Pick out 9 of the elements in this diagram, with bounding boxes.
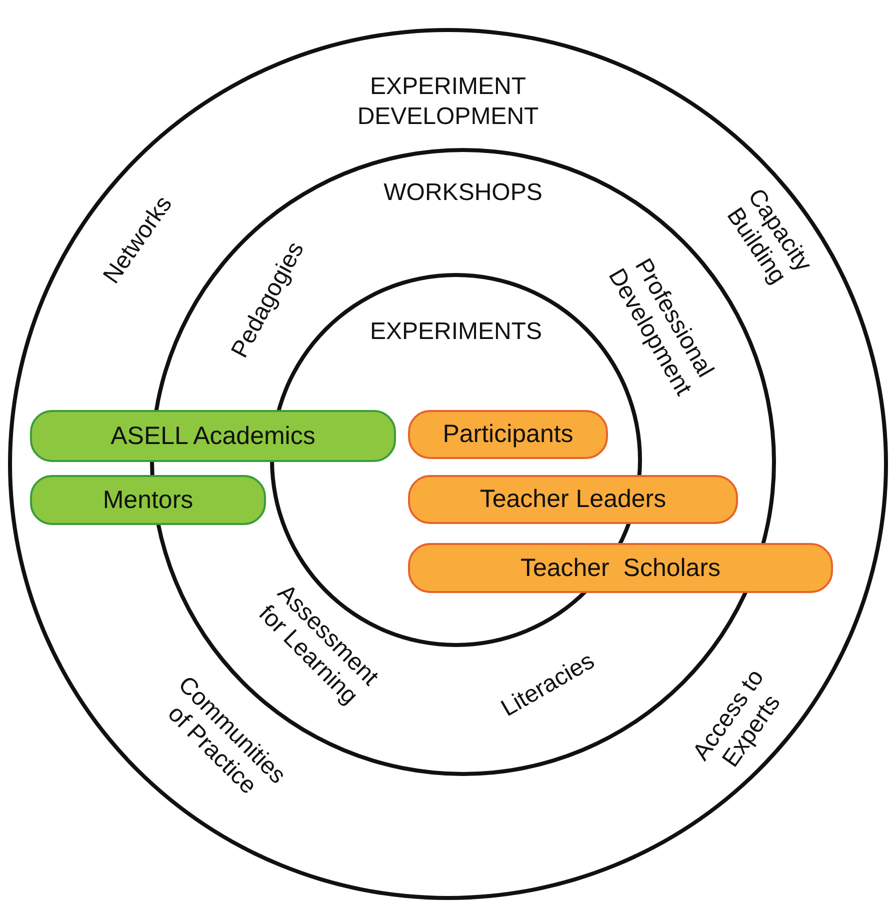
role-pill: Teacher Scholars: [408, 543, 833, 593]
ring-heading: WORKSHOPS: [382, 178, 544, 208]
role-pill: Participants: [408, 410, 608, 459]
ring-heading: EXPERIMENTS: [368, 317, 544, 347]
role-pill: Mentors: [30, 475, 266, 525]
role-pill: ASELL Academics: [30, 410, 396, 462]
ring-circle: [8, 28, 888, 900]
role-pill: Teacher Leaders: [408, 475, 738, 524]
ring-heading: EXPERIMENT DEVELOPMENT: [356, 72, 540, 132]
